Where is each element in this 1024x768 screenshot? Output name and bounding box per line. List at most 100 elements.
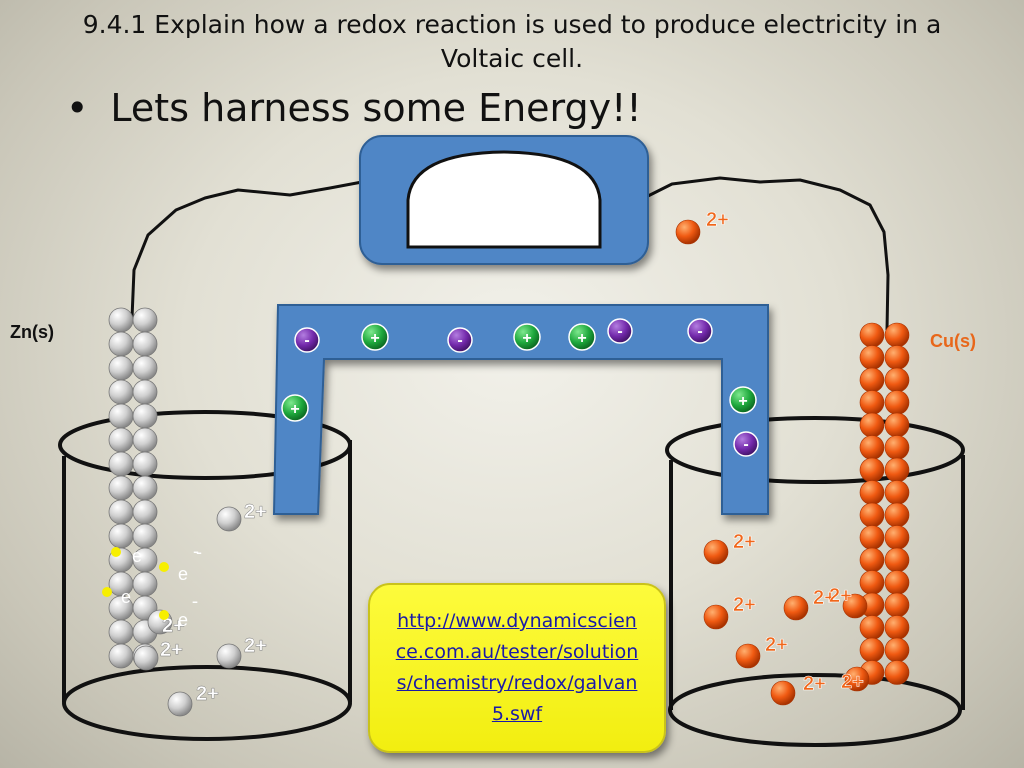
zinc-atom xyxy=(108,307,134,333)
zinc-atom xyxy=(108,619,134,645)
bullet-icon: • xyxy=(66,86,89,130)
copper-atom xyxy=(859,615,885,640)
simulation-link[interactable]: http://www.dynamicscience.com.au/tester/… xyxy=(395,610,639,725)
zinc-atom xyxy=(108,355,134,381)
copper-ion-charge-label: 2+ xyxy=(733,531,756,553)
cation xyxy=(729,386,757,414)
zinc-ion-charge-label: 2+ xyxy=(162,615,185,637)
electron-label: e xyxy=(121,587,131,607)
copper-atom xyxy=(884,502,910,528)
copper-atom xyxy=(884,412,910,438)
anion xyxy=(687,318,713,344)
zinc-ion xyxy=(167,691,193,717)
copper-atom xyxy=(884,322,910,348)
copper-ion xyxy=(703,604,729,630)
bullet-text: Lets harness some Energy!! xyxy=(110,86,642,130)
zinc-electrode xyxy=(108,307,158,669)
copper-atom xyxy=(859,367,885,393)
electron-charge-label: - xyxy=(193,541,199,561)
copper-ion-charge-label: 2+ xyxy=(813,587,836,609)
anion-sign: - xyxy=(457,332,462,349)
right-beaker xyxy=(665,416,965,747)
zinc-atom xyxy=(132,523,158,549)
copper-atom xyxy=(859,457,885,483)
copper-atom xyxy=(859,547,885,573)
copper-electrode-label: Cu(s) xyxy=(930,331,976,351)
electron-charge-label: - xyxy=(192,591,198,611)
zinc-atom xyxy=(132,571,158,597)
zinc-ion xyxy=(133,645,159,671)
copper-ion-charge-label: 2+ xyxy=(803,673,826,695)
copper-ion xyxy=(783,595,809,621)
zinc-atom xyxy=(108,379,134,405)
anion-sign: - xyxy=(697,323,702,340)
zinc-ion xyxy=(216,506,242,532)
zinc-atom xyxy=(132,475,158,501)
copper-atom xyxy=(859,435,885,460)
cation-sign: + xyxy=(370,330,379,347)
copper-ion-charge-label: 2+ xyxy=(706,209,729,231)
copper-ion-charge-label: 2+ xyxy=(829,585,852,607)
copper-atom xyxy=(884,660,910,685)
zinc-atom xyxy=(108,427,134,453)
copper-atom xyxy=(859,412,885,438)
zinc-atom xyxy=(132,379,158,405)
cation-sign: + xyxy=(290,401,299,418)
electron xyxy=(111,547,121,557)
ions-layer: 2+2+2+2+2+e-e-e-e-2+2+2+2+2+2+2+2++++++-… xyxy=(102,209,870,717)
copper-atom xyxy=(859,345,885,370)
zinc-ion-charge-label: 2+ xyxy=(244,501,267,523)
link-box: http://www.dynamicscience.com.au/tester/… xyxy=(368,583,666,753)
copper-atom xyxy=(884,457,910,483)
cation xyxy=(513,323,541,351)
copper-atom xyxy=(859,502,885,528)
zinc-ion xyxy=(216,643,242,669)
copper-ion-charge-label: 2+ xyxy=(733,594,756,616)
slide-title: 9.4.1 Explain how a redox reaction is us… xyxy=(82,10,942,73)
copper-atom xyxy=(859,637,885,663)
zinc-atom xyxy=(132,355,158,381)
zinc-atom xyxy=(132,331,158,357)
copper-ion xyxy=(675,219,701,245)
zinc-atom xyxy=(132,427,158,453)
copper-ion-charge-label: 2+ xyxy=(841,671,864,693)
anion-sign: - xyxy=(304,332,309,349)
zinc-atom xyxy=(132,499,158,525)
zinc-atom xyxy=(108,475,134,501)
cation xyxy=(281,394,309,422)
copper-atom xyxy=(859,322,885,348)
voltmeter-dial xyxy=(406,150,602,249)
electron-charge-label: - xyxy=(192,591,198,611)
anion xyxy=(733,431,759,457)
cation-sign: + xyxy=(738,393,747,410)
cation xyxy=(568,323,596,351)
zinc-atom xyxy=(108,331,134,357)
electron-label: e xyxy=(178,564,188,584)
electron-label: e xyxy=(178,610,188,630)
anion-sign: - xyxy=(743,436,748,453)
electron xyxy=(102,587,112,597)
zinc-electrode-label: Zn(s) xyxy=(10,322,54,342)
copper-atom xyxy=(859,570,885,595)
copper-atom xyxy=(884,367,910,393)
copper-atom xyxy=(859,525,885,550)
copper-atom xyxy=(859,480,885,505)
anion xyxy=(294,327,320,353)
copper-ion xyxy=(770,680,796,706)
copper-atom xyxy=(884,345,910,370)
copper-ion xyxy=(703,539,729,565)
zinc-ion-charge-label: 2+ xyxy=(196,683,219,705)
cation-sign: + xyxy=(522,330,531,347)
copper-atom xyxy=(884,615,910,640)
copper-ion-charge-label: 2+ xyxy=(765,634,788,656)
anion xyxy=(607,318,633,344)
zinc-atom xyxy=(108,403,134,429)
zinc-ion-charge-label: 2+ xyxy=(160,639,183,661)
zinc-atom xyxy=(132,403,158,429)
copper-atom xyxy=(884,525,910,550)
copper-atom xyxy=(859,390,885,415)
copper-electrode xyxy=(859,322,910,685)
copper-atom xyxy=(884,570,910,595)
electron-charge-label: - xyxy=(196,542,202,562)
